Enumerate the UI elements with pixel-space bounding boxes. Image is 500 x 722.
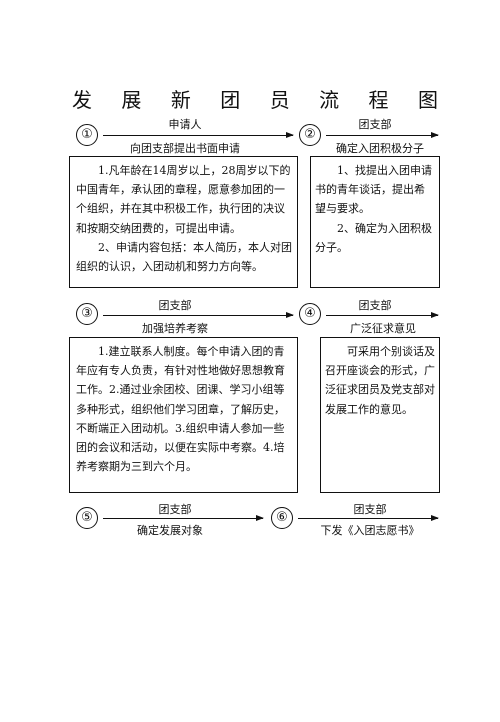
step-5-number: ⑤ — [76, 507, 98, 529]
title-char: 图 — [417, 88, 438, 112]
title-char: 流 — [319, 88, 340, 112]
step-5-arrow — [103, 515, 264, 521]
title-char: 程 — [368, 88, 389, 112]
title-char: 展 — [121, 88, 142, 112]
step-4-number: ④ — [299, 303, 321, 325]
step-1-detail-box: 1.凡年龄在14周岁以上，28周岁以下的中国青年，承认团的章程，愿意参加团的一个… — [69, 156, 298, 288]
step-5-action: 确定发展对象 — [137, 524, 203, 537]
step-4-detail-box: 可采用个别谈话及召开座谈会的形式，广泛征求团员及党支部对发展工作的意见。 — [320, 337, 440, 493]
step-4-arrow — [326, 312, 439, 318]
step-6-number: ⑥ — [271, 507, 293, 529]
step-1-detail-p2: 2、申请内容包括：本人简历，本人对团组织的认识，入团动机和努力方向等。 — [76, 241, 292, 274]
step-1-actor: 申请人 — [168, 118, 202, 131]
step-4-detail-p1: 可采用个别谈话及召开座谈会的形式，广泛征求团员及党支部对发展工作的意见。 — [325, 345, 435, 416]
step-1-detail-p1: 1.凡年龄在14周岁以上，28周岁以下的中国青年，承认团的章程，愿意参加团的一个… — [76, 164, 291, 235]
step-3-action: 加强培养考察 — [142, 322, 208, 335]
step-2-arrow — [326, 132, 439, 138]
step-1-number: ① — [76, 124, 98, 146]
step-3-detail-box: 1.建立联系人制度。每个申请入团的青年应有专人负责，有针对性地做好思想教育工作。… — [69, 337, 298, 493]
step-3-arrow — [103, 312, 294, 318]
title-char: 新 — [170, 88, 191, 112]
step-5-actor: 团支部 — [158, 503, 192, 516]
title-char: 团 — [220, 88, 241, 112]
step-4-action: 广泛征求意见 — [350, 322, 416, 335]
title-char: 员 — [269, 88, 290, 112]
step-6-arrow — [298, 515, 439, 521]
page-title: 发 展 新 团 员 流 程 图 — [72, 84, 438, 113]
step-2-actor: 团支部 — [358, 118, 392, 131]
step-4-actor: 团支部 — [358, 299, 392, 312]
step-2-detail-p1: 1、找提出入团申请书的青年谈话，提出希望与要求。 — [315, 164, 432, 216]
step-6-action: 下发《入团志愿书》 — [320, 524, 420, 537]
title-char: 发 — [72, 88, 92, 112]
step-2-number: ② — [299, 124, 321, 146]
step-3-number: ③ — [76, 303, 98, 325]
step-3-detail-p1: 1.建立联系人制度。每个申请入团的青年应有专人负责，有针对性地做好思想教育工作。… — [76, 345, 285, 474]
step-2-detail-p2: 2、确定为入团积极分子。 — [315, 222, 432, 255]
step-1-arrow — [103, 132, 294, 138]
step-1-action: 向团支部提出书面申请 — [130, 142, 240, 155]
step-6-actor: 团支部 — [353, 503, 387, 516]
step-2-action: 确定入团积极分子 — [336, 142, 424, 155]
step-2-detail-box: 1、找提出入团申请书的青年谈话，提出希望与要求。 2、确定为入团积极分子。 — [310, 156, 440, 288]
step-3-actor: 团支部 — [158, 299, 192, 312]
